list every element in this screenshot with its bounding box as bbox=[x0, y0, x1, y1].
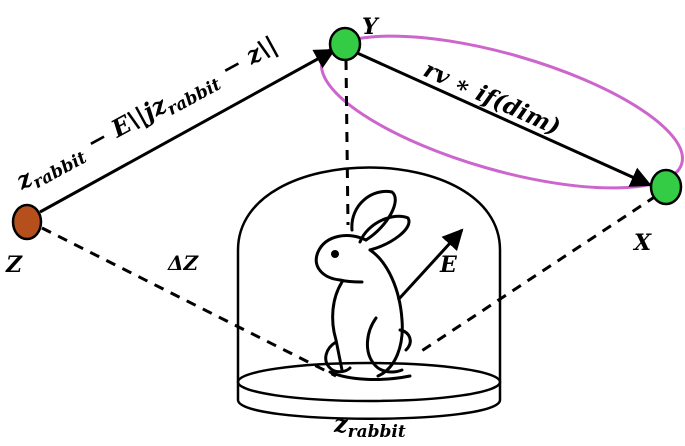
base-label: zrabbit bbox=[333, 409, 406, 442]
delta-z-label: ΔZ bbox=[167, 251, 200, 275]
top-edge-label: zrabbit − E\|jzrabbit − z\| bbox=[10, 30, 284, 200]
arrow-y-to-x bbox=[354, 50, 652, 187]
arrow-z-to-y bbox=[39, 48, 336, 214]
bell-jar-base-ellipse bbox=[236, 361, 502, 403]
dashed-z-to-base bbox=[41, 226, 337, 378]
bell-jar-dome bbox=[236, 166, 502, 382]
node-y bbox=[328, 26, 362, 62]
bell-jar-base-rim bbox=[236, 382, 502, 420]
arrow-e-vector bbox=[396, 228, 464, 302]
node-x bbox=[649, 168, 683, 206]
right-edge-label: rv ∗ if(dim) bbox=[420, 56, 565, 141]
node-y-label: Y bbox=[362, 14, 380, 40]
node-x-label: X bbox=[632, 230, 652, 256]
node-z-label: Z bbox=[5, 252, 23, 278]
dashed-x-to-base bbox=[419, 194, 657, 354]
rabbit-icon bbox=[314, 189, 412, 381]
e-vector-label: E bbox=[439, 252, 458, 278]
dashed-y-to-rabbit bbox=[344, 59, 350, 226]
node-z bbox=[11, 203, 43, 241]
